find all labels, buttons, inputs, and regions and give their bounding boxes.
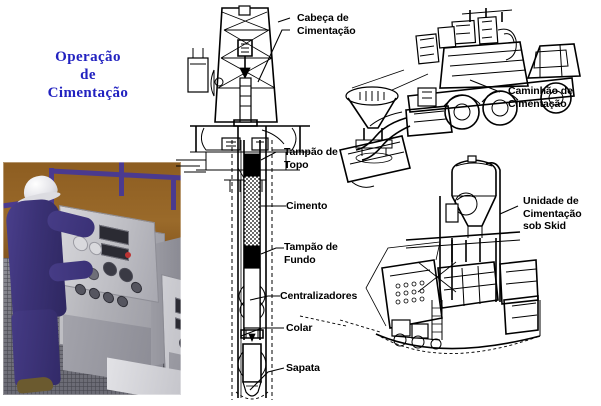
handrail: [119, 162, 124, 196]
cement-truck: [339, 8, 581, 188]
label-shoe: Sapata: [286, 362, 320, 374]
label-bottom-plug: Tampão de Fundo: [284, 241, 338, 266]
page-title: Operação de Cimentação: [47, 49, 129, 101]
label-cementing-head: Cabeça de Cimentação: [297, 12, 356, 37]
skid-cementing-unit: [299, 155, 541, 354]
wellbore-column: [231, 126, 273, 400]
mixing-hopper: [345, 69, 429, 164]
label-cement: Cimento: [286, 200, 328, 212]
operator-photo: [3, 162, 181, 395]
label-collar: Colar: [286, 322, 313, 334]
label-top-plug: Tampão de Topo: [284, 146, 338, 171]
label-cement-truck: Caminhão de Cimentação: [508, 85, 573, 110]
handrail: [171, 180, 176, 210]
label-skid-unit: Unidade de Cimentação sob Skid: [523, 195, 582, 232]
panel-indicator-light: [125, 252, 131, 258]
callout-leader-lines: [240, 17, 519, 391]
label-centralizers: Centralizadores: [280, 290, 358, 302]
